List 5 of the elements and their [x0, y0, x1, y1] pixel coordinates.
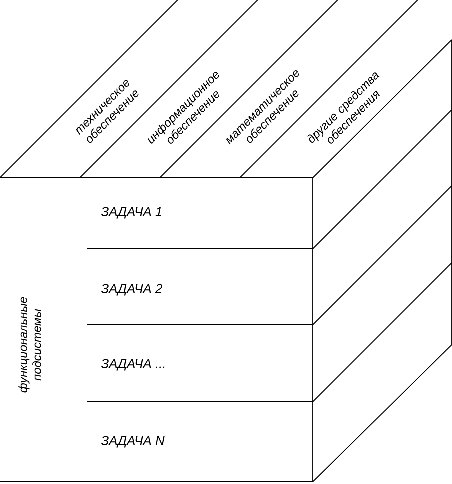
row-heading: функциональные подсистемы — [18, 297, 42, 393]
task-label: ЗАДАЧА 1 — [101, 207, 162, 219]
task-label: ЗАДАЧА ... — [101, 359, 165, 371]
task-label: ЗАДАЧА N — [101, 436, 165, 448]
task-label: ЗАДАЧА 2 — [101, 284, 162, 296]
